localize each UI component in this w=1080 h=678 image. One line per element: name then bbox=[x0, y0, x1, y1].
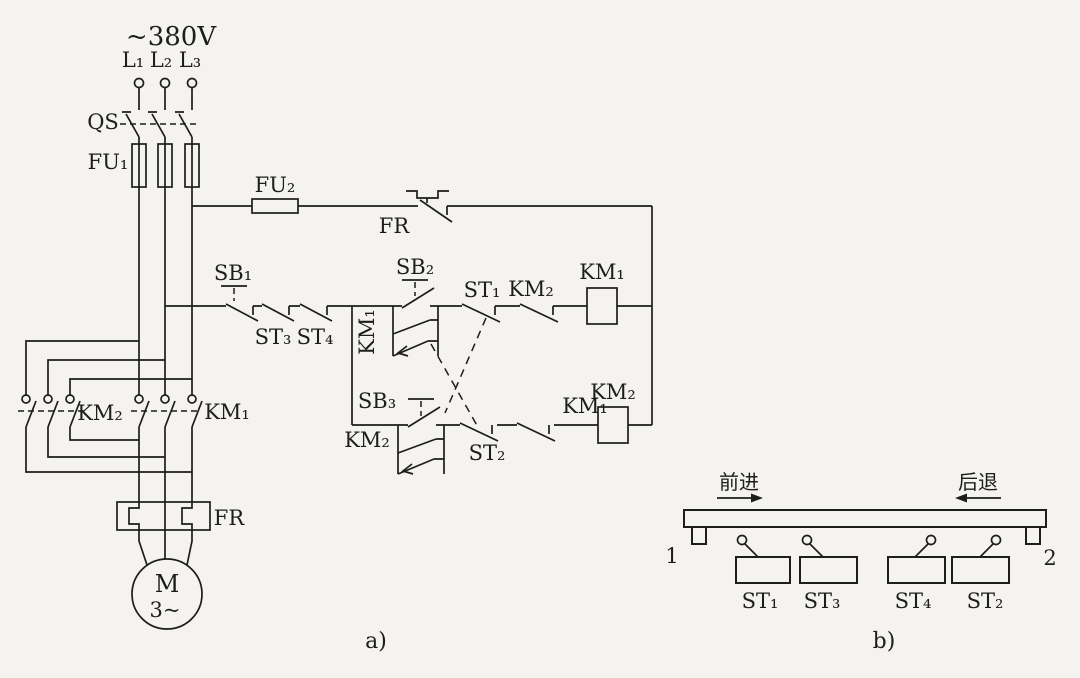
st1-box bbox=[735, 556, 791, 584]
st2-box-label: ST₂ bbox=[967, 589, 1004, 613]
motor-circle bbox=[131, 558, 203, 630]
km1-coil-label: KM₁ bbox=[579, 260, 625, 284]
phase-l1-label: L₁ bbox=[122, 48, 144, 72]
km1-main-contacts: KM₁ bbox=[131, 394, 250, 502]
supply-terminals bbox=[133, 77, 198, 110]
fr-heater-label: FR bbox=[214, 506, 246, 530]
sb2-start-button: SB₂ bbox=[396, 255, 435, 309]
km2-latch-label: KM₂ bbox=[344, 428, 390, 452]
position-1-label: 1 bbox=[665, 544, 678, 568]
sb3-start-button: SB₃ bbox=[358, 389, 441, 428]
control-top-wire: FU₂ FR bbox=[192, 173, 653, 425]
motor-letter: M bbox=[155, 570, 180, 598]
fu1-label: FU₁ bbox=[88, 150, 129, 174]
km1-coil: KM₁ bbox=[579, 260, 625, 325]
left-dog bbox=[691, 526, 707, 545]
supply-voltage-label: ~380V bbox=[126, 22, 217, 52]
st1-contact: ST₁ bbox=[461, 278, 501, 323]
group2-bus-bars bbox=[397, 425, 445, 474]
st2-mechanical-link-dashed bbox=[430, 343, 480, 430]
caption-a: a) bbox=[365, 629, 387, 654]
sb3-label: SB₃ bbox=[358, 389, 396, 413]
fu1-fuses: FU₁ bbox=[88, 143, 200, 188]
st1-label: ST₁ bbox=[464, 278, 501, 302]
km2-main-contacts: KM₂ bbox=[18, 394, 123, 428]
st4-roller bbox=[925, 534, 937, 546]
branch-wires bbox=[351, 306, 652, 426]
qs-disconnect-switch: QS bbox=[87, 110, 198, 144]
fu2-label: FU₂ bbox=[255, 173, 296, 197]
caption-b: b) bbox=[873, 629, 896, 654]
st2-no-contact bbox=[392, 340, 438, 357]
st3-contact: ST₃ bbox=[255, 303, 295, 349]
st2-roller bbox=[990, 534, 1002, 546]
sb1-label: SB₁ bbox=[214, 261, 252, 285]
fu2-fuse bbox=[251, 198, 299, 214]
km1-branch: ST₁ KM₂ KM₁ bbox=[461, 260, 625, 325]
position-2-label: 2 bbox=[1043, 546, 1056, 570]
km1-main-label: KM₁ bbox=[204, 400, 250, 424]
km1-interlock-contact: KM₁ bbox=[516, 394, 608, 442]
sb2-label: SB₂ bbox=[396, 255, 434, 279]
km2-latch-contact: KM₂ bbox=[344, 428, 444, 454]
group1-bus-bars bbox=[392, 306, 439, 356]
km1-interlock-label: KM₁ bbox=[562, 394, 608, 418]
st1-roller bbox=[736, 534, 748, 546]
fr-contact-label: FR bbox=[379, 214, 411, 238]
st2-label: ST₂ bbox=[469, 441, 506, 465]
motor-phase-label: 3~ bbox=[150, 598, 181, 622]
st3-roller bbox=[801, 534, 813, 546]
limit-switch-st1: ST₁ bbox=[735, 534, 791, 613]
figure-b: 前进 后退 1 2 ST₁ ST₃ bbox=[665, 470, 1056, 654]
km1-latch-label: KM₁ bbox=[355, 309, 379, 355]
motor: M 3~ bbox=[131, 530, 203, 630]
st2-contact: ST₂ bbox=[459, 422, 506, 465]
forward-start-group: SB₂ KM₁ bbox=[355, 255, 439, 357]
st1-box-label: ST₁ bbox=[742, 589, 779, 613]
worktable-bar bbox=[683, 509, 1047, 528]
forward-arrow bbox=[717, 493, 763, 503]
km2-interlock-label: KM₂ bbox=[508, 277, 554, 301]
fr-thermal-heaters: FR bbox=[116, 501, 246, 531]
st4-contact: ST₄ bbox=[297, 303, 334, 349]
st4-box-label: ST₄ bbox=[895, 589, 932, 613]
st3-box bbox=[799, 556, 858, 584]
backward-arrow bbox=[955, 493, 1001, 503]
forward-label: 前进 bbox=[719, 470, 759, 494]
km2-interlock-contact: KM₂ bbox=[508, 277, 559, 323]
phase-l2-label: L₂ bbox=[150, 48, 172, 72]
st3-box-label: ST₃ bbox=[804, 589, 841, 613]
km2-coil-label: KM₂ bbox=[590, 380, 636, 404]
km2-branch: ST₂ KM₁ KM₂ bbox=[459, 380, 636, 465]
phase-l3-label: L₃ bbox=[179, 48, 201, 72]
limit-switch-st3: ST₃ bbox=[799, 534, 858, 613]
figure-a: ~380V L₁ L₂ L₃ QS FU₁ FU₂ bbox=[18, 22, 653, 654]
st1-mechanical-link-dashed bbox=[444, 317, 487, 414]
km2-main-label: KM₂ bbox=[77, 401, 123, 425]
km2-coil: KM₂ bbox=[590, 380, 636, 444]
km1-latch-contact: KM₁ bbox=[355, 309, 438, 355]
st3-label: ST₃ bbox=[255, 325, 292, 349]
st1-no-contact bbox=[397, 458, 444, 475]
control-bottom-wire: SB₁ ST₃ ST₄ bbox=[165, 261, 652, 426]
reversing-crossover-wiring bbox=[25, 340, 192, 473]
sb1-stop-button: SB₁ bbox=[214, 261, 259, 322]
phase-verticals bbox=[138, 187, 193, 395]
st4-label: ST₄ bbox=[297, 325, 334, 349]
st2-box bbox=[951, 556, 1010, 584]
right-dog bbox=[1025, 526, 1041, 545]
limit-switch-st4: ST₄ bbox=[887, 534, 946, 613]
limit-switch-st2: ST₂ bbox=[951, 534, 1010, 613]
reverse-start-group: SB₃ KM₂ bbox=[344, 389, 445, 475]
fr-thermal-contact: FR bbox=[379, 190, 453, 238]
qs-label: QS bbox=[87, 110, 119, 134]
st4-box bbox=[887, 556, 946, 584]
backward-label: 后退 bbox=[958, 470, 998, 494]
